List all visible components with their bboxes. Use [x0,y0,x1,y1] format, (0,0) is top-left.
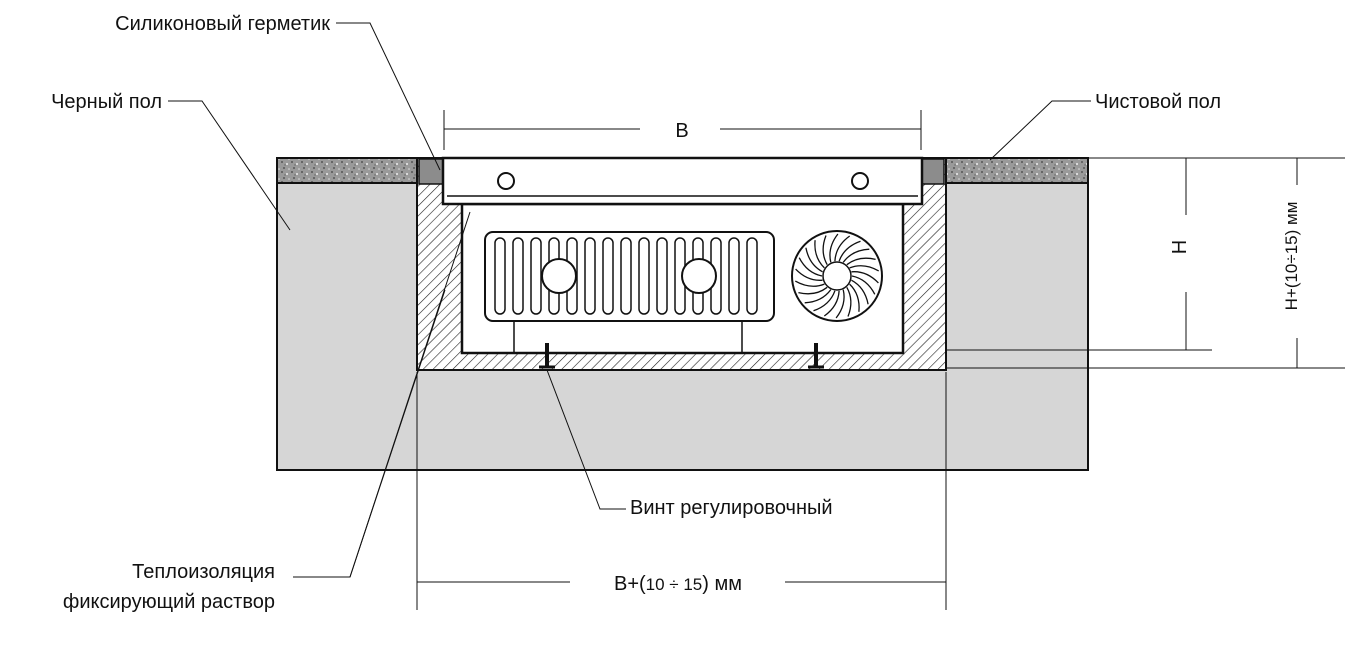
frame-screw-hole-right [851,172,869,190]
fan-blade [846,286,852,317]
finish-floor-left [276,157,418,184]
fan-blade [851,275,876,295]
fan-blade [846,257,876,266]
label-silicone-sealant: Силиконовый герметик [115,13,330,35]
dimension-h: Н [946,157,1212,351]
fan-blade [805,247,823,273]
label-rough-floor: Черный пол [51,91,162,113]
label-insulation-line2: фиксирующий раствор [63,591,275,613]
fan-blade [795,268,823,281]
label-insulation-line1: Теплоизоляция [132,561,275,583]
heat-exchanger [484,231,775,322]
leader-rough-floor [168,100,291,231]
fan-blade [851,279,869,305]
fan-blade [842,248,870,263]
fan-blade [798,257,823,277]
leader-lines [168,22,1091,578]
fan-blade [814,240,825,269]
fan-blade [798,286,828,295]
label-adjust-screw: Винт регулировочный [630,497,833,519]
fan-blade [834,235,851,262]
fan-blade [822,235,828,266]
leader-silicone [336,22,441,171]
dimension-h-total-label: Н+(10÷15) мм [1282,202,1301,311]
sealant-right [921,158,945,185]
pipe-right [681,258,717,294]
fan-blade [829,233,839,263]
fan-blade [849,265,880,272]
adjust-screw-right [808,343,824,369]
fan-blade [851,271,879,284]
leader-insulation-2 [349,211,471,578]
frame-screw-hole-left [497,172,515,190]
fan-blade [838,240,861,262]
fan-blade [823,290,840,317]
leader-finish-floor [989,100,1091,161]
sealant-left [418,158,444,185]
leader-screw [546,369,626,510]
dimension-b-bottom-label: В+(10 ÷ 15) мм [614,573,742,595]
adjust-screw-left [539,343,555,369]
fan-blade [813,290,836,312]
heat-exchanger-fins [494,237,758,315]
dimension-h-label: Н [1169,240,1191,254]
dimension-b-bottom: В+(10 ÷ 15) мм [416,372,947,610]
dimension-b-label: В [675,120,688,142]
fan [791,230,883,322]
fan-blade [835,289,845,319]
pipe-left [541,258,577,294]
label-finish-floor: Чистовой пол [1095,91,1221,113]
dimension-b-top: В [443,110,922,150]
fan-blade [804,289,832,304]
fan-blade [794,280,825,287]
dimension-h-total: Н+(10÷15) мм [946,157,1345,369]
fan-blade [849,283,860,312]
finish-floor-right [945,157,1089,184]
fan-blades [794,233,880,319]
